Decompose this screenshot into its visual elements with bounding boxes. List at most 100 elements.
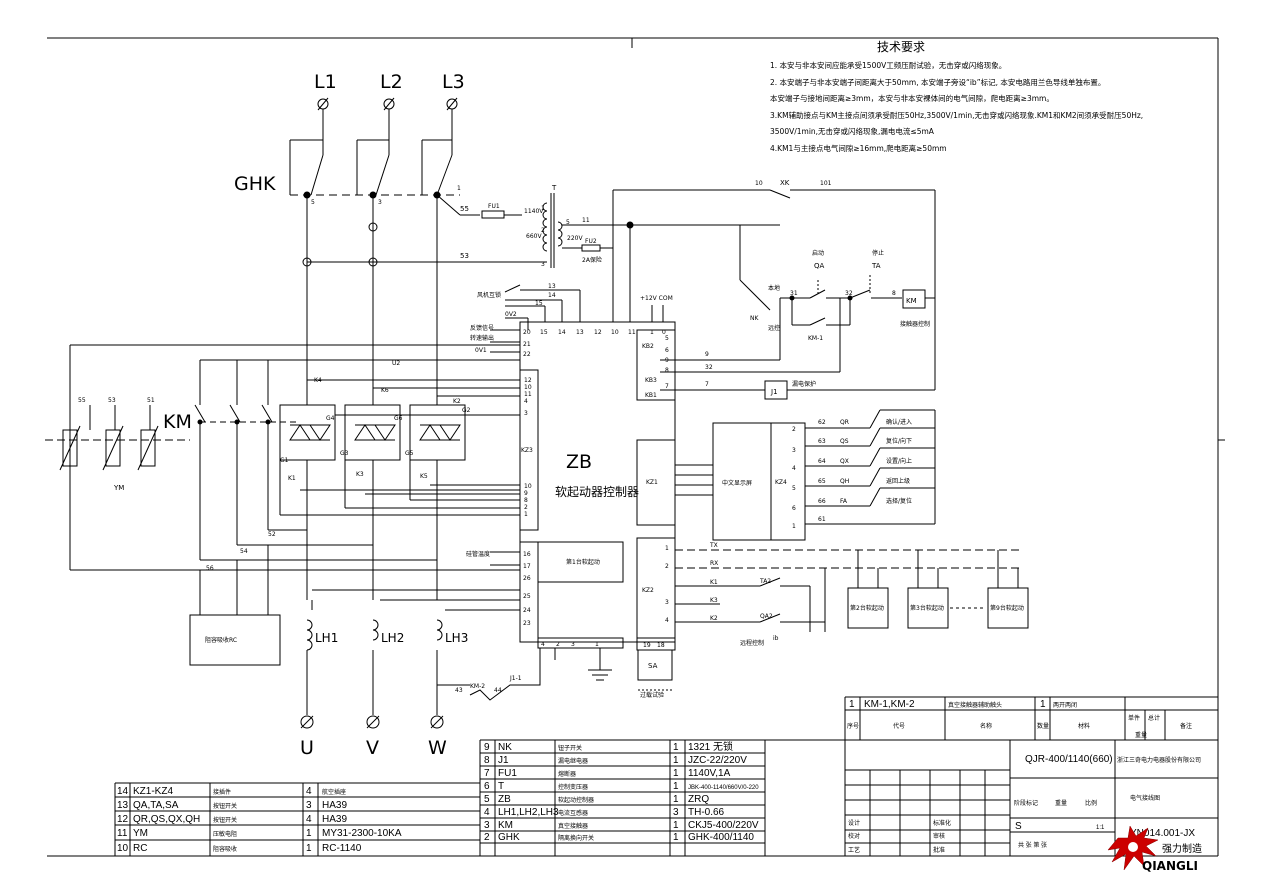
ghk-t1: 1 xyxy=(457,185,461,192)
ov2-label: 0V2 xyxy=(505,311,517,318)
rx-label: RX xyxy=(710,560,718,567)
bom-spec: RC-1140 xyxy=(322,843,362,854)
pin-mid-2: 2 xyxy=(524,504,528,511)
kz2-3: 3 xyxy=(665,599,669,606)
pin-26: 26 xyxy=(523,575,531,582)
bom-no: 12 xyxy=(117,814,129,825)
tp-5: 5 xyxy=(566,219,570,226)
qa-start: 启动 xyxy=(812,249,824,257)
k1-comm: K1 xyxy=(710,579,718,586)
kz2-1: 1 xyxy=(665,545,669,552)
v1140-label: 1140V xyxy=(524,208,544,215)
bom-name: 真空接触器 xyxy=(558,822,588,830)
bom-name: 压敏电阻 xyxy=(213,830,237,838)
p31-label: 31 xyxy=(790,290,798,297)
tb-h-total: 总计 xyxy=(1148,714,1160,722)
tb-h-qty: 数量 xyxy=(1037,722,1049,730)
tb-model: QJR-400/1140(660) xyxy=(1025,754,1113,765)
tb-stage: 阶段标记 xyxy=(1014,799,1038,807)
k3-comm: K3 xyxy=(710,597,718,604)
bom-spec: HA39 xyxy=(322,800,347,811)
pin-20: 20 xyxy=(523,329,531,336)
tb-drawing: 电气接线图 xyxy=(1130,794,1160,802)
kz3-label: KZ3 xyxy=(521,447,533,454)
km2-label: KM-2 xyxy=(470,683,485,690)
l2-label: L2 xyxy=(380,71,403,93)
ghk-t3: 3 xyxy=(378,199,382,206)
kb3-label: KB3 xyxy=(645,377,657,384)
pin-kz3-3: 3 xyxy=(524,410,528,417)
tb-weight: 重量 xyxy=(1055,799,1067,807)
sa-switch xyxy=(637,649,673,681)
bom-qty: 1 xyxy=(673,781,679,792)
bom-no: 11 xyxy=(117,828,128,839)
km-coil xyxy=(902,289,926,309)
kb2-label: KB2 xyxy=(642,343,654,350)
pin-mid-9: 9 xyxy=(524,490,528,497)
bom-spec: JZC-22/220V xyxy=(688,755,747,766)
k2-comm: K2 xyxy=(710,615,718,622)
control-circuit: 10 XK 101 NK 本地 远控 31 32 8 启动 QA 停止 TA K… xyxy=(612,179,936,400)
btn-qr-code: QR xyxy=(840,419,849,426)
remote-label: 远控 xyxy=(768,324,780,332)
p8-label: 8 xyxy=(892,290,896,297)
wire-10: 10 xyxy=(755,180,763,187)
station9: 第9台软起动 xyxy=(990,604,1024,612)
bom-spec: CKJ5-400/220V xyxy=(688,820,759,831)
pin-18: 18 xyxy=(657,642,665,649)
bom-code: QA,TA,SA xyxy=(133,800,179,811)
bom-name: 熔断器 xyxy=(558,770,576,778)
fan-interlock: 风机互锁 13 14 15 0V2 反馈信号 转速输出 0V1 U2 xyxy=(392,283,581,367)
kb-5: 5 xyxy=(665,335,669,342)
kz4-3: 3 xyxy=(792,447,796,454)
tb-h-note: 备注 xyxy=(1180,722,1192,730)
kz4-label: KZ4 xyxy=(775,479,787,486)
pin-0: 0 xyxy=(662,329,666,336)
kz4-6: 6 xyxy=(792,505,796,512)
tb-check: 校对 xyxy=(848,832,860,840)
tp-2: 2 xyxy=(541,227,545,234)
j1-leak-label: 漏电保护 xyxy=(792,380,816,388)
display-section: 中文显示屏 KZ4 2 3 4 5 6 1 62 QR 确认/进入 63 QS … xyxy=(675,409,936,541)
pin-22: 22 xyxy=(523,351,531,358)
wire-56: 56 xyxy=(206,565,214,572)
kz4-1: 1 xyxy=(792,523,796,530)
kb-7: 7 xyxy=(665,383,669,390)
bom-spec: 航空插座 xyxy=(322,788,346,796)
km-coil-label: KM xyxy=(906,297,917,305)
wire-53-left: 53 xyxy=(108,397,116,404)
tb-row1-qty: 1 xyxy=(1040,699,1046,710)
tb-std: 标准化 xyxy=(933,819,951,827)
l3-label: L3 xyxy=(442,71,465,93)
lh3-label: LH3 xyxy=(445,631,468,645)
bom-qty: 1 xyxy=(673,742,679,753)
pin-23: 23 xyxy=(523,620,531,627)
display-label: 中文显示屏 xyxy=(722,479,752,487)
pin-b2: 2 xyxy=(556,641,560,648)
bom-spec: 1321 无锁 xyxy=(688,740,733,753)
pin-mid-1: 1 xyxy=(524,511,528,518)
btn-fa-text: 选择/复位 xyxy=(886,497,912,505)
wire-44: 44 xyxy=(494,687,502,694)
bom-no: 9 xyxy=(484,742,490,753)
bom-no: 14 xyxy=(117,786,129,797)
bom-table-left: 14 KZ1-KZ4 接插件 4 航空插座 13 QA,TA,SA 按钮开关 3… xyxy=(114,782,480,856)
btn-64-num: 64 xyxy=(818,458,826,465)
pin-15: 15 xyxy=(540,329,548,336)
bom-code: GHK xyxy=(498,832,520,843)
btn-fa-code: FA xyxy=(840,498,848,505)
station1-label: 第1台软起动 xyxy=(566,558,600,566)
bom-code: QR,QS,QX,QH xyxy=(133,814,200,825)
logo-cn: 强力制造 xyxy=(1162,842,1202,855)
bom-code: LH1,LH2,LH3 xyxy=(498,807,559,818)
bom-code: RC xyxy=(133,843,147,854)
bom-qty: 1 xyxy=(673,755,679,766)
bom-qty: 1 xyxy=(673,832,679,843)
tb-h-no: 序号 xyxy=(847,722,859,730)
kz2-label: KZ2 xyxy=(642,587,654,594)
bom-qty: 4 xyxy=(306,786,312,797)
bom-code: NK xyxy=(498,742,512,753)
sa-test: 过载试验 xyxy=(640,691,664,699)
tb-s: S xyxy=(1015,821,1022,832)
bom-name: 接插件 xyxy=(213,788,231,796)
